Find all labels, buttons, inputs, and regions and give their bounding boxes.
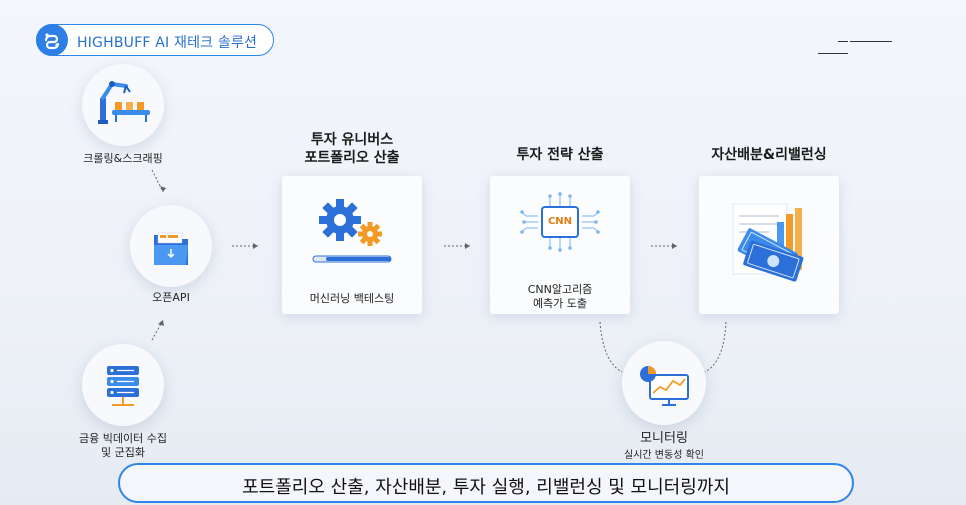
- monitoring-subtitle: 실시간 변동성 확인: [624, 450, 704, 461]
- monitoring-node: [622, 341, 706, 425]
- header-title: HIGHBUFF AI 재테크 솔루션: [77, 35, 258, 51]
- decor-line: [850, 41, 892, 42]
- folder-icon: [154, 232, 188, 265]
- step2-title: 투자 전략 산출: [516, 147, 604, 163]
- step3-card: [699, 176, 839, 314]
- open-api-label: 오픈API: [152, 291, 190, 304]
- server-icon: [107, 366, 139, 406]
- cnn-chip-icon: [520, 192, 600, 252]
- cnn-chip-label: CNN: [547, 216, 573, 227]
- bigdata-label-line2: 및 군집화: [101, 446, 145, 459]
- crawling-node: [82, 64, 164, 146]
- step1-card: 머신러닝 백테스팅: [282, 176, 422, 314]
- step2-caption-line1: CNN알고리즘: [527, 283, 593, 296]
- step1-caption: 머신러닝 백테스팅: [309, 292, 395, 305]
- open-api-node: [130, 205, 212, 287]
- highbuff-logo-icon: [36, 24, 68, 56]
- decor-line: [838, 41, 848, 42]
- bigdata-node: [82, 344, 164, 426]
- step2-caption-line2: 예측가 도출: [532, 297, 588, 310]
- decor-line: [818, 53, 848, 54]
- step1-title-line2: 포트폴리오 산출: [304, 150, 400, 166]
- gears-icon: [312, 199, 392, 263]
- robot-arm-icon: [98, 81, 150, 124]
- summary-text: 포트폴리오 산출, 자산배분, 투자 실행, 리밸런싱 및 모니터링까지: [242, 477, 730, 498]
- bigdata-label-line1: 금융 빅데이터 수집: [79, 432, 167, 445]
- summary-banner: 포트폴리오 산출, 자산배분, 투자 실행, 리밸런싱 및 모니터링까지: [118, 463, 854, 503]
- crawling-label: 크롤링&스크래핑: [83, 152, 163, 165]
- step3-title: 자산배분&리밸런싱: [711, 147, 827, 163]
- step1-title-line1: 투자 유니버스: [310, 132, 394, 148]
- header-pill: HIGHBUFF AI 재테크 솔루션: [36, 24, 274, 56]
- money-chart-icon: [732, 203, 804, 282]
- monitor-chart-icon: [640, 366, 689, 406]
- step2-card: CNN CNN알고리즘 예측가 도출: [490, 176, 630, 314]
- monitoring-title: 모니터링: [640, 431, 688, 446]
